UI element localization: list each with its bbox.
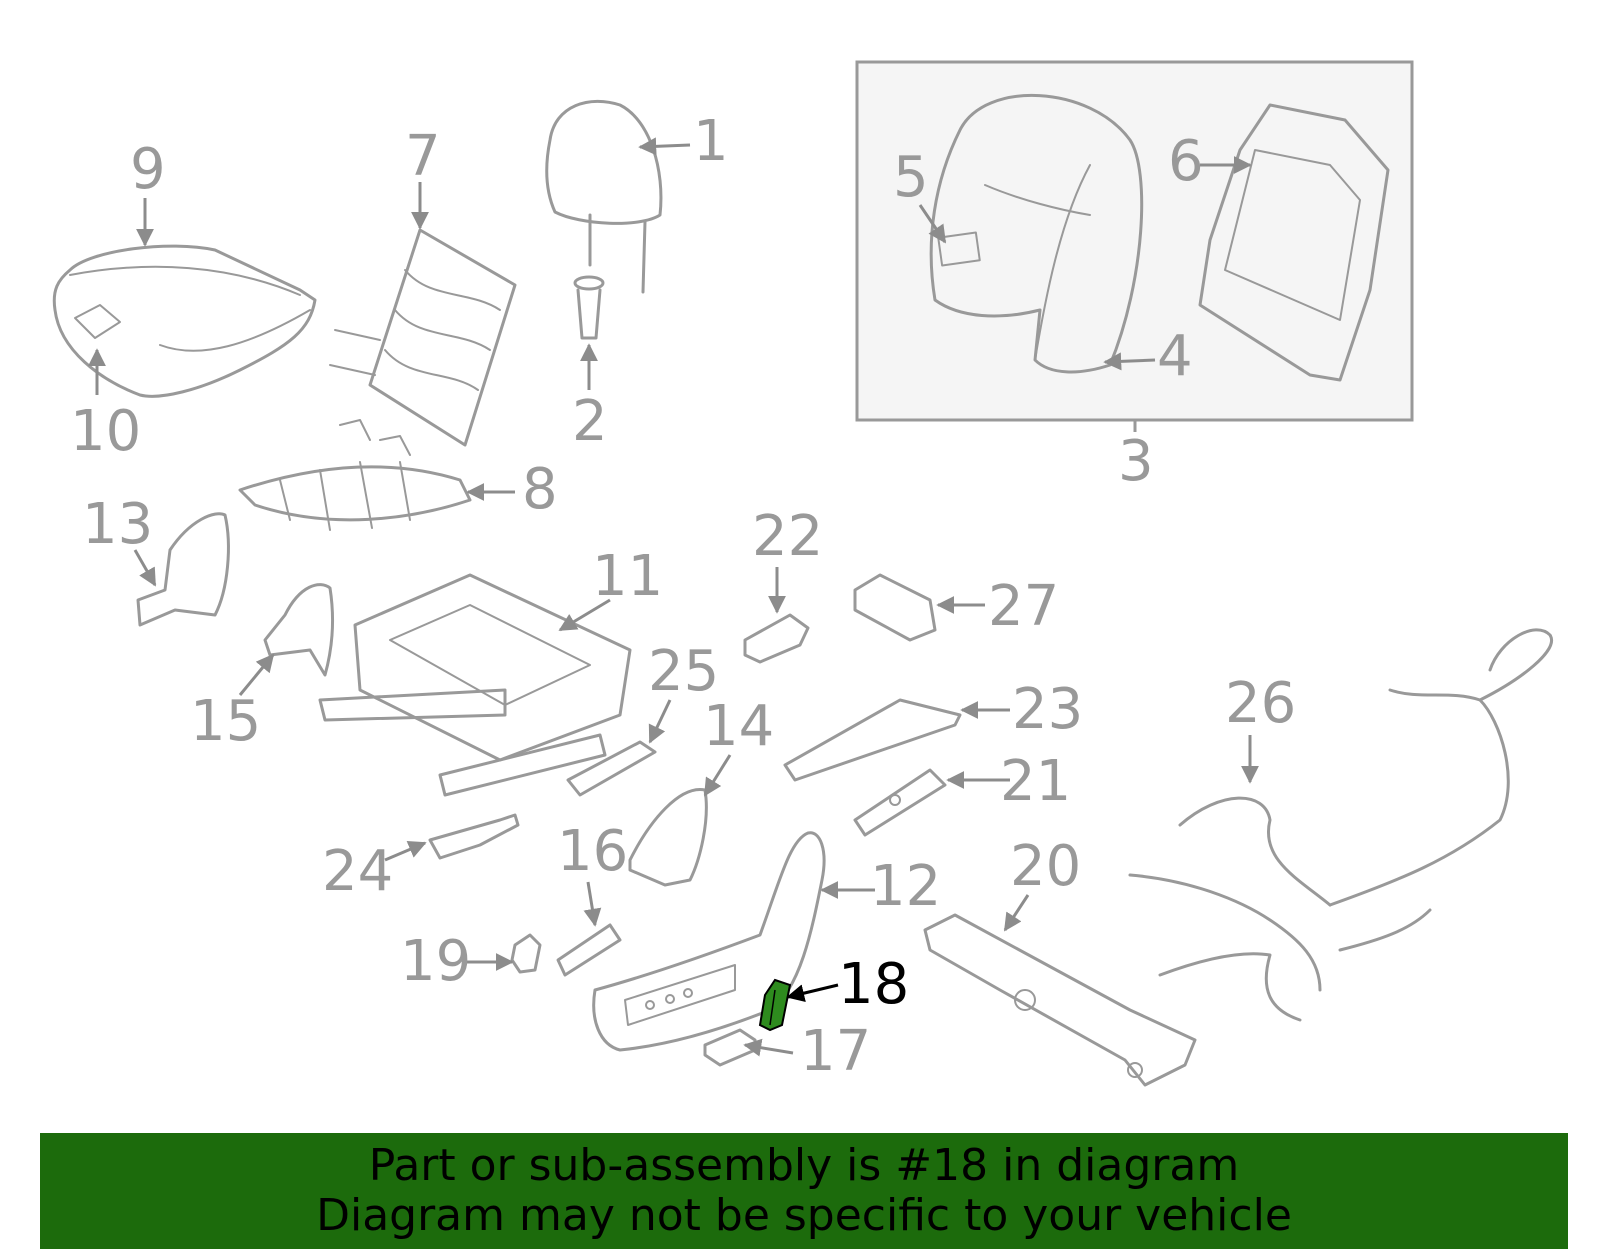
part-6-seatback-frame[interactable] [1198, 103, 1390, 382]
part-26-wire-harness[interactable] [1128, 628, 1554, 1022]
part-14-cover[interactable] [628, 788, 708, 887]
callout-26: 26 [1225, 671, 1296, 736]
callout-14: 14 [703, 694, 774, 759]
part-13-bracket[interactable] [136, 512, 230, 627]
callout-16: 16 [557, 819, 628, 884]
callout-13: 13 [82, 492, 153, 557]
callout-18: 18 [838, 952, 909, 1017]
banner-line-1: Part or sub-assembly is #18 in diagram [368, 1140, 1240, 1191]
part-12-side-shield[interactable] [592, 831, 826, 1052]
part-22-bracket[interactable] [743, 613, 810, 664]
part-5-heater-pad[interactable] [937, 231, 981, 267]
part-1-headrest[interactable] [545, 99, 663, 294]
callout-1: 1 [693, 109, 729, 174]
part-24-cover[interactable] [428, 813, 520, 860]
callout-9: 9 [130, 137, 166, 202]
callout-3: 3 [1118, 429, 1154, 494]
callout-10: 10 [70, 399, 141, 464]
banner-line-2: Diagram may not be specific to your vehi… [316, 1190, 1292, 1241]
callout-24: 24 [322, 839, 393, 904]
callout-22: 22 [752, 504, 823, 569]
callout-27: 27 [988, 574, 1059, 639]
part-17-knob[interactable] [703, 1028, 757, 1067]
part-16-switch-bracket[interactable] [556, 923, 622, 977]
part-15-cover[interactable] [263, 583, 334, 677]
part-27-module[interactable] [853, 573, 937, 642]
part-23-rail-cover[interactable] [783, 698, 962, 782]
part-11-seat-track[interactable] [318, 573, 632, 797]
info-banner: Part or sub-assembly is #18 in diagram D… [40, 1133, 1568, 1249]
callout-17: 17 [800, 1019, 871, 1084]
callout-labels: 1 2 3 4 5 6 7 8 9 10 11 12 13 14 15 16 1… [70, 109, 1296, 1084]
part-19-clip[interactable] [510, 933, 542, 974]
callout-2: 2 [572, 389, 608, 454]
callout-8: 8 [522, 457, 558, 522]
callout-5: 5 [893, 145, 929, 210]
callout-25: 25 [648, 639, 719, 704]
callout-6: 6 [1168, 129, 1204, 194]
callout-12: 12 [870, 854, 941, 919]
part-2-headrest-guide[interactable] [573, 275, 605, 340]
callout-15: 15 [190, 689, 261, 754]
callout-19: 19 [400, 929, 471, 994]
callout-20: 20 [1010, 834, 1081, 899]
part-9-seat-cushion[interactable] [52, 244, 317, 398]
part-25-cover[interactable] [566, 740, 657, 797]
part-21-bracket[interactable] [853, 768, 947, 837]
leader-arrows [88, 137, 1259, 1057]
callout-23: 23 [1012, 677, 1083, 742]
part-20-rail[interactable] [923, 913, 1197, 1087]
callout-4: 4 [1157, 324, 1193, 389]
part-10-cushion-pad[interactable] [74, 304, 121, 339]
part-7-spring-mat[interactable] [329, 228, 517, 447]
part-18-switch-knob[interactable] [758, 978, 792, 1032]
callout-7: 7 [405, 124, 441, 189]
part-8-cushion-springs[interactable] [238, 419, 472, 531]
callout-11: 11 [592, 544, 663, 609]
callout-21: 21 [1000, 749, 1071, 814]
part-4-seatback-cover[interactable] [929, 94, 1144, 374]
